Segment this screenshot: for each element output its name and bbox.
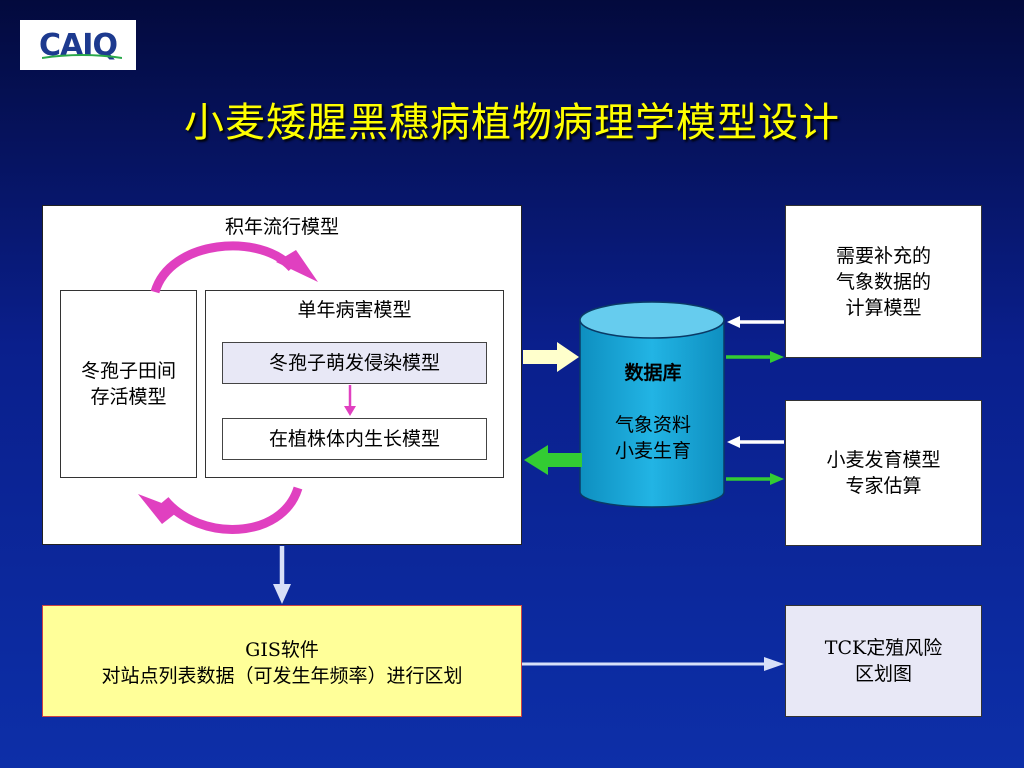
wheat-model-box: 小麦发育模型 专家估算: [785, 400, 982, 546]
tck-line-1: TCK定殖风险: [824, 637, 943, 659]
single-year-model-label: 单年病害模型: [297, 299, 412, 321]
cream-arrow-to-database: [523, 342, 579, 372]
magenta-curved-arrow-top: [150, 241, 318, 294]
gis-software-box: GIS软件 对站点列表数据（可发生年频率）进行区划: [42, 605, 522, 717]
database-label-group: 数据库 气象资料 小麦生育: [580, 360, 726, 464]
right-arrow-gis-to-tck: [522, 657, 784, 671]
weather-calc-model-box: 需要补充的 气象数据的 计算模型: [785, 205, 982, 358]
germination-model-label: 冬孢子萌发侵染模型: [268, 352, 440, 374]
tck-line-2: 区划图: [854, 663, 912, 685]
down-arrow-to-gis: [273, 546, 291, 604]
gis-line-2: 对站点列表数据（可发生年频率）进行区划: [101, 665, 463, 687]
database-title: 数据库: [624, 362, 682, 384]
caiq-logo: CAIQ: [20, 20, 136, 70]
weather-calc-line-2: 气象数据的: [835, 270, 931, 293]
tck-risk-map-box: TCK定殖风险 区划图: [785, 605, 982, 717]
weather-calc-line-3: 计算模型: [845, 296, 922, 319]
magenta-down-arrow: [344, 385, 356, 416]
green-arrow-db-to-weather: [726, 351, 784, 363]
white-arrow-weather-to-db: [727, 316, 784, 328]
green-arrow-from-database: [524, 445, 582, 475]
database-line-1: 气象资料: [614, 414, 691, 436]
growth-model-box: 在植株体内生长模型: [222, 418, 487, 460]
weather-calc-line-1: 需要补充的: [835, 244, 931, 267]
magenta-curved-arrow-bottom: [138, 486, 303, 534]
wheat-model-line-2: 专家估算: [845, 475, 922, 497]
slide-title: 小麦矮腥黑穗病植物病理学模型设计: [184, 100, 840, 146]
winter-spore-line-2: 存活模型: [90, 386, 167, 408]
database-line-2: 小麦生育: [614, 440, 691, 462]
growth-model-label: 在植株体内生长模型: [268, 428, 440, 450]
database-cylinder-icon: [579, 301, 725, 508]
wheat-model-line-1: 小麦发育模型: [826, 449, 941, 471]
winter-spore-model-box: 冬孢子田间 存活模型: [60, 290, 197, 478]
white-arrow-wheat-to-db: [727, 436, 784, 448]
gis-line-1: GIS软件: [245, 639, 319, 661]
green-arrow-db-to-wheat: [726, 473, 784, 485]
multi-year-model-label: 积年流行模型: [224, 216, 339, 238]
winter-spore-line-1: 冬孢子田间: [80, 360, 176, 382]
germination-model-box: 冬孢子萌发侵染模型: [222, 342, 487, 384]
logo-swoosh-icon: [42, 54, 122, 59]
